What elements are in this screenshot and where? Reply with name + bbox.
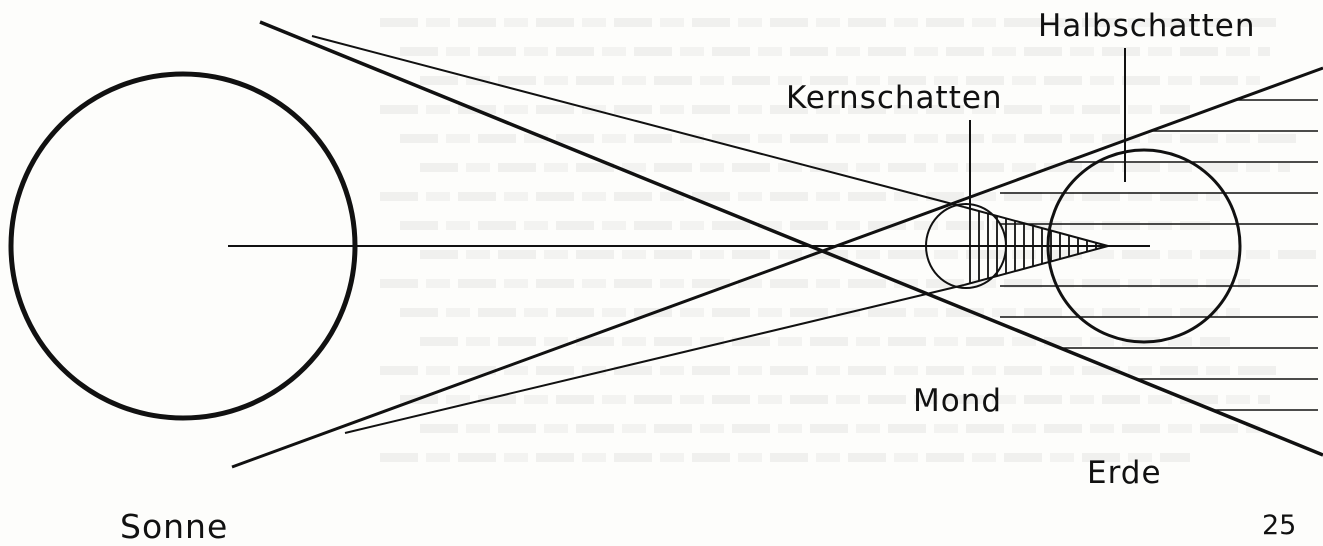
page-number: 25 — [1262, 510, 1296, 541]
penumbra-boundary-line-2 — [232, 68, 1323, 467]
mond-label: Mond — [913, 383, 1002, 419]
umbra-boundary-line-2 — [345, 285, 964, 433]
umbra-cone-edge-2 — [964, 246, 1108, 285]
sonne-label: Sonne — [120, 507, 228, 546]
umbra-boundary-line-1 — [312, 36, 964, 207]
erde-label: Erde — [1087, 455, 1162, 491]
halbschatten-label: Halbschatten — [1038, 8, 1255, 44]
kernschatten-label: Kernschatten — [786, 80, 1003, 116]
umbra-cone-edge-1 — [964, 207, 1108, 246]
